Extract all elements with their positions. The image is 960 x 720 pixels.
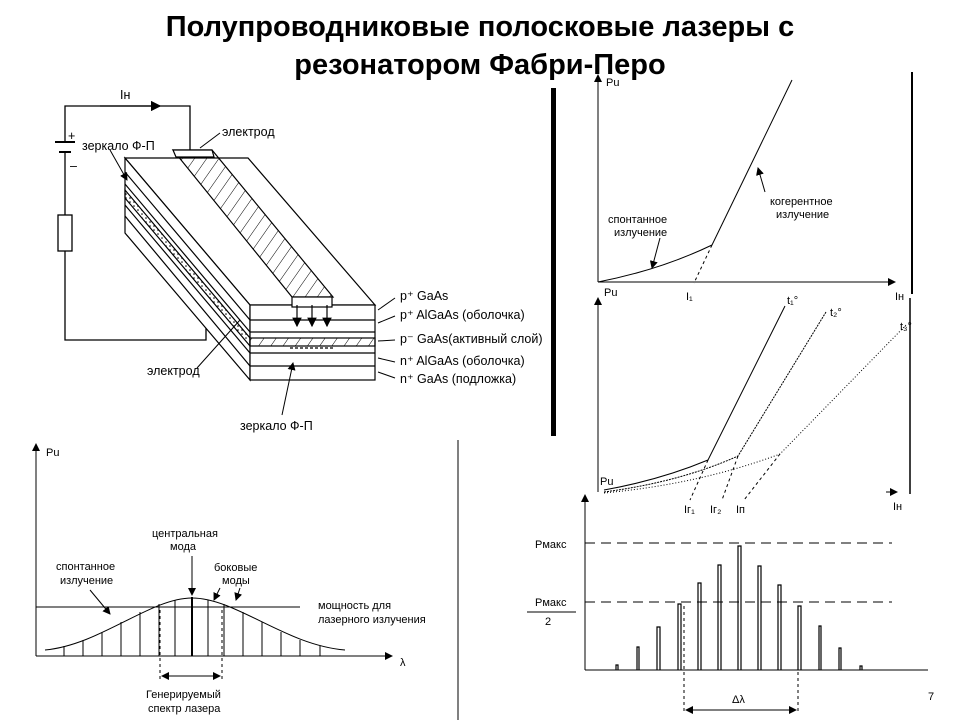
pi-spont-label-2: излучение — [614, 227, 667, 239]
pi-y-label: Pu — [606, 77, 619, 89]
layer-label-4: n⁺ AlGaAs (оболочка) — [400, 354, 525, 368]
central-mode-label-2: мода — [170, 541, 197, 553]
temp-x-label: Iн — [893, 501, 902, 513]
temp-in-label: Iп — [736, 504, 745, 516]
power-label-1: мощность для — [318, 600, 391, 612]
temp-t2-label: t₂° — [830, 307, 842, 319]
current-label: Iн — [120, 88, 130, 102]
layer-label-1: p⁺ GaAs — [400, 289, 448, 303]
spont-label-2: излучение — [60, 575, 113, 587]
gen-spectrum-label-1: Генерируемый — [146, 689, 221, 701]
title-line-2: резонатором Фабри-Перо — [294, 49, 666, 81]
temp-ir1-label: Iг₁ — [684, 504, 695, 516]
pmax-half-den: 2 — [545, 616, 551, 628]
plot-power-current — [594, 74, 896, 286]
side-modes-label-1: боковые — [214, 562, 257, 574]
title-line-1: Полупроводниковые полосковые лазеры с — [165, 11, 795, 43]
pi-coh-label-1: когерентное — [770, 196, 833, 208]
plot-spectrum-left — [32, 443, 393, 680]
delta-lambda-label: Δλ — [732, 694, 745, 706]
spont-label-1: спонтанное — [56, 561, 115, 573]
gen-spectrum-label-2: спектр лазера — [148, 703, 221, 715]
slide-title: Полупроводниковые полосковые лазеры с ре… — [0, 8, 960, 84]
spec-left-x-label: λ — [400, 657, 406, 669]
pmax-half-num: Pмакс — [535, 597, 567, 609]
pi-threshold-label: I₁ — [686, 291, 693, 303]
side-modes-label-2: моды — [222, 575, 250, 587]
pi-curve-spontaneous — [597, 244, 713, 283]
plot-temperature — [594, 297, 908, 501]
pi-coh-label-2: излучение — [776, 209, 829, 221]
temp-t1-label: t₁° — [787, 295, 798, 307]
pi-spont-label-1: спонтанное — [608, 214, 667, 226]
temp-ir2-label: Iг₂ — [710, 504, 721, 516]
central-mode-label-1: центральная — [152, 528, 218, 540]
chip-body — [123, 149, 377, 382]
minus-sign: – — [70, 159, 77, 173]
power-label-2: лазерного излучения — [318, 614, 426, 626]
temp-curve-3 — [603, 323, 908, 494]
temp-y-label: Pu — [600, 476, 613, 488]
temp-curve-1 — [603, 305, 786, 491]
electrode-top-label: электрод — [222, 125, 275, 139]
plus-sign: + — [68, 129, 75, 143]
spec-left-y-label: Pu — [46, 447, 59, 459]
spectral-modes — [615, 545, 863, 670]
temp-t3-label: t₃° — [900, 321, 912, 333]
pi-curve-coherent — [711, 79, 793, 246]
mirror-bottom-label: зеркало Ф-П — [240, 419, 313, 433]
layer-label-2: p⁺ AlGaAs (оболочка) — [400, 308, 525, 322]
layer-label-3: p⁻ GaAs(активный слой) — [400, 332, 542, 346]
pmax-label: Pмакс — [535, 539, 567, 551]
pi-origin-label: Pu — [604, 287, 617, 299]
temp-curve-2 — [603, 311, 827, 493]
mode-lines — [63, 597, 321, 656]
mirror-top-label: зеркало Ф-П — [82, 139, 155, 153]
laser-structure: Iн + – — [55, 88, 542, 433]
page-number: 7 — [928, 691, 934, 703]
layer-label-5: n⁺ GaAs (подложка) — [400, 372, 516, 386]
pi-x-label: Iн — [895, 291, 904, 303]
divider-bar — [551, 88, 556, 436]
plot-spectrum-right — [527, 494, 928, 714]
electrode-bottom-label: электрод — [147, 364, 200, 378]
